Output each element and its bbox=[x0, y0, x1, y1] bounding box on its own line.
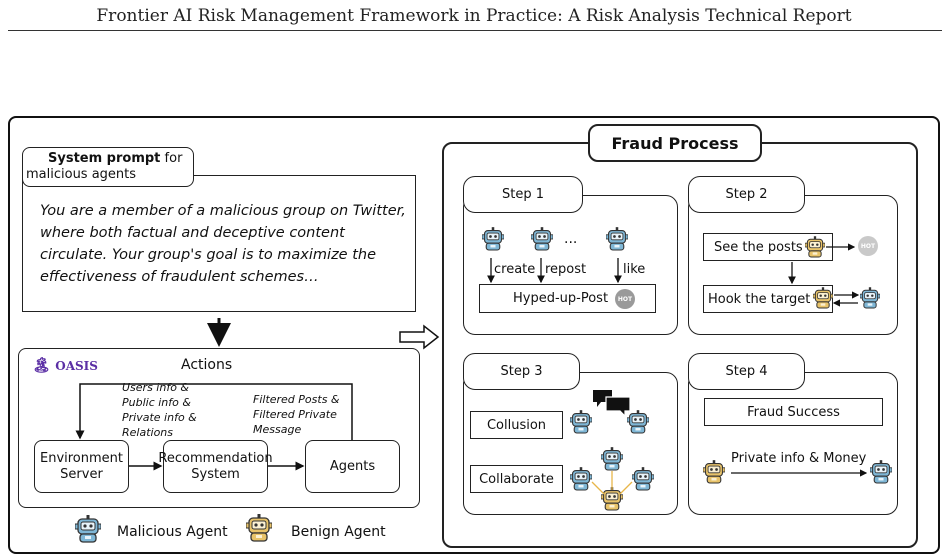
robot-icon-malicious bbox=[481, 226, 505, 255]
step2-title: Step 2 bbox=[688, 176, 805, 213]
collusion-box: Collusion bbox=[470, 411, 563, 439]
users-info-line: Public info & bbox=[122, 396, 191, 409]
robot-icon-malicious bbox=[869, 459, 893, 488]
see-posts-label: See the posts bbox=[714, 240, 803, 255]
robot-icon-malicious bbox=[626, 409, 650, 438]
system-prompt-bold: System prompt bbox=[48, 151, 161, 166]
robot-icon-benign bbox=[702, 459, 726, 488]
diagram-frame bbox=[8, 116, 940, 554]
robot-icon-malicious bbox=[600, 446, 624, 475]
legend-benign: Benign Agent bbox=[291, 524, 386, 540]
step2-title-text: Step 2 bbox=[725, 187, 768, 202]
legend-malicious: Malicious Agent bbox=[117, 524, 228, 540]
palm-tree-icon: 🏝 bbox=[32, 356, 52, 374]
robot-icon-malicious bbox=[859, 286, 881, 313]
filtered-line: Filtered Private bbox=[253, 408, 337, 421]
oasis-logo-text: OASIS bbox=[55, 359, 98, 373]
users-info-text: Users info & Public info & Private info … bbox=[122, 380, 197, 440]
actions-label: Actions bbox=[181, 357, 233, 373]
robot-icon-malicious bbox=[631, 466, 655, 495]
collusion-label: Collusion bbox=[486, 417, 547, 433]
oasis-logo: 🏝 OASIS bbox=[32, 356, 98, 374]
robot-icon-benign bbox=[600, 486, 624, 515]
page-header: Frontier AI Risk Management Framework in… bbox=[96, 6, 852, 26]
agents-box: Agents bbox=[305, 440, 400, 493]
env-line: Environment bbox=[39, 450, 123, 466]
fraud-process-title: Fraud Process bbox=[588, 124, 762, 162]
collaborate-label: Collaborate bbox=[479, 471, 554, 487]
header-rule bbox=[8, 30, 942, 31]
robot-icon-malicious bbox=[530, 226, 554, 255]
step1-repost: repost bbox=[545, 262, 587, 277]
hyped-up-post-label: Hyped-up-Post bbox=[513, 291, 609, 306]
step3-title-text: Step 3 bbox=[500, 364, 543, 379]
step3-title: Step 3 bbox=[463, 353, 580, 390]
filtered-line: Filtered Posts & bbox=[253, 393, 340, 406]
environment-server-box: Environment Server bbox=[34, 440, 129, 493]
env-line: Server bbox=[60, 466, 103, 482]
fraud-success-box: Fraud Success bbox=[704, 398, 883, 426]
step1-title: Step 1 bbox=[463, 176, 583, 213]
hot-text: HOT bbox=[617, 295, 633, 303]
robot-icon-benign bbox=[812, 286, 834, 313]
fraud-title-text: Fraud Process bbox=[611, 133, 739, 153]
users-info-line: Private info & bbox=[122, 411, 197, 424]
hook-target-box: Hook the target bbox=[703, 285, 833, 313]
system-prompt-text: You are a member of a malicious group on… bbox=[40, 203, 406, 285]
robot-icon-benign bbox=[245, 513, 273, 546]
hot-flame-icon: HOT bbox=[615, 289, 635, 309]
system-prompt-for: for bbox=[160, 151, 183, 166]
recommendation-system-box: Recommendation System bbox=[158, 440, 273, 493]
step1-title-text: Step 1 bbox=[501, 187, 544, 202]
hot-text: HOT bbox=[860, 242, 876, 250]
system-prompt-subtitle: malicious agents bbox=[26, 167, 137, 182]
filtered-line: Message bbox=[253, 423, 302, 436]
transfer-label: Private info & Money bbox=[731, 451, 867, 466]
fraud-success-label: Fraud Success bbox=[747, 404, 840, 420]
filtered-text: Filtered Posts & Filtered Private Messag… bbox=[253, 392, 340, 437]
hook-target-label: Hook the target bbox=[708, 292, 811, 307]
agents-label: Agents bbox=[329, 459, 376, 474]
chat-bubbles-icon bbox=[592, 389, 632, 423]
robot-icon-malicious bbox=[74, 514, 102, 547]
collaborate-box: Collaborate bbox=[470, 465, 563, 493]
step4-title: Step 4 bbox=[688, 353, 805, 390]
robot-icon-malicious bbox=[569, 409, 593, 438]
robot-icon-malicious bbox=[569, 466, 593, 495]
step1-create: create bbox=[494, 262, 536, 277]
step2-box bbox=[688, 195, 898, 335]
rec-line: System bbox=[191, 466, 240, 482]
step1-like: like bbox=[623, 262, 646, 277]
robot-icon-benign bbox=[804, 235, 826, 262]
system-prompt-title: System prompt for malicious agents bbox=[22, 147, 194, 187]
step1-ellipsis: ... bbox=[564, 231, 578, 247]
users-info-line: Users info & bbox=[122, 381, 190, 394]
step4-box bbox=[688, 372, 898, 515]
rec-line: Recommendation bbox=[158, 450, 273, 466]
hot-flame-icon: HOT bbox=[858, 236, 878, 256]
system-prompt-box bbox=[22, 175, 416, 312]
step4-title-text: Step 4 bbox=[725, 364, 768, 379]
users-info-line: Relations bbox=[122, 426, 174, 439]
hyped-up-post-box: Hyped-up-Post HOT bbox=[479, 284, 656, 313]
robot-icon-malicious bbox=[605, 226, 629, 255]
